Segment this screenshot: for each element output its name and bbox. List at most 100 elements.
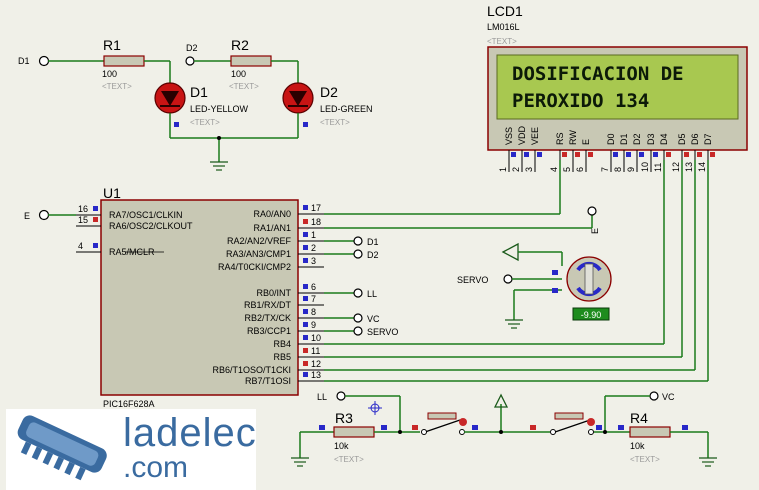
servo-display <box>572 307 610 321</box>
pushbutton-1[interactable] <box>421 412 468 435</box>
logo-domain: .com <box>123 451 189 484</box>
terminal-e-left[interactable] <box>38 209 50 221</box>
mcu-pin-number-18: 18 <box>311 217 321 227</box>
lcd-pin-number-6: 6 <box>575 167 585 172</box>
d2-type: LED-GREEN <box>320 104 373 114</box>
resistor-r4[interactable] <box>629 426 671 438</box>
led-d2-symbol <box>289 91 307 106</box>
lcd-pin-name-rs: RS <box>555 132 565 145</box>
terminal-d1-in[interactable] <box>38 55 50 67</box>
lcd-module[interactable]: LCD1 LM016L <TEXT> DOSIFICACION DE PEROX… <box>487 3 748 172</box>
d2-text-tag: <TEXT> <box>320 118 350 127</box>
mcu-pin-name-3: RA4/T0CKI/CMP2 <box>218 262 291 272</box>
lcd-pin-number-11: 11 <box>653 163 663 172</box>
terminal-ll-out[interactable] <box>353 288 363 298</box>
terminal-servo-out-label: SERVO <box>367 327 398 337</box>
mcu-pin-name-1: RA2/AN2/VREF <box>227 236 292 246</box>
terminal-e-lcd-label: E <box>590 228 600 234</box>
mcu-body <box>100 199 299 396</box>
ground-r3 <box>291 457 309 467</box>
mcu-pin-number-8: 8 <box>311 307 316 317</box>
lcd-pin-name-d3: D3 <box>646 133 656 145</box>
d1-ref: D1 <box>190 84 208 100</box>
r3-text-tag: <TEXT> <box>334 455 364 464</box>
lcd-pin-name-d6: D6 <box>690 133 700 145</box>
lcd-line-2: PEROXIDO 134 <box>512 90 649 112</box>
lcd-ref: LCD1 <box>487 3 523 19</box>
terminal-servo-in[interactable] <box>503 274 513 284</box>
r3-value: 10k <box>334 441 349 451</box>
resistor-r3[interactable] <box>333 426 375 438</box>
mcu-u1[interactable]: U1 PIC16F628A 16RA7/OSC1/CLKIN15RA6/OSC2… <box>76 185 324 409</box>
lcd-pin-number-12: 12 <box>671 162 681 172</box>
terminal-vc-btn-label: VC <box>662 392 675 402</box>
terminal-d1-in-label: D1 <box>18 56 30 66</box>
lcd-pin-name-d4: D4 <box>659 133 669 145</box>
servo-label: SERVO <box>457 275 488 285</box>
mcu-pin-name-11: RB5 <box>273 352 291 362</box>
mcu-pin-name-16: RA7/OSC1/CLKIN <box>109 210 183 220</box>
lcd-pin-name-d2: D2 <box>632 133 642 145</box>
lcd-pin-name-d1: D1 <box>619 133 629 145</box>
lcd-pin-number-5: 5 <box>562 167 572 172</box>
mcu-pin-name-13: RB7/T1OSI <box>245 376 291 386</box>
terminal-ll-out-label: LL <box>367 289 377 299</box>
terminal-d2-out[interactable] <box>353 249 363 259</box>
logo-word: ladelec <box>123 411 257 455</box>
r4-text-tag: <TEXT> <box>630 455 660 464</box>
mcu-pin-name-7: RB1/RX/DT <box>244 300 292 310</box>
r1-ref: R1 <box>103 37 121 53</box>
node-d2-label: D2 <box>186 43 198 53</box>
mcu-pin-name-2: RA3/AN3/CMP1 <box>226 249 291 259</box>
pushbutton-2[interactable] <box>550 412 596 435</box>
led-circuit: D1 R1 100 <TEXT> D1 LED-YELLOW <TEXT> D2… <box>18 37 373 171</box>
lcd-pin-number-8: 8 <box>613 167 623 172</box>
terminal-ll-btn[interactable] <box>336 391 346 401</box>
mcu-pin-number-17: 17 <box>311 203 321 213</box>
d2-ref: D2 <box>320 84 338 100</box>
mcu-pin-name-8: RB2/TX/CK <box>244 313 291 323</box>
mcu-pin-number-6: 6 <box>311 282 316 292</box>
lcd-pin-name-d7: D7 <box>703 133 713 145</box>
lcd-pin-number-3: 3 <box>524 167 534 172</box>
r1-text-tag: <TEXT> <box>102 82 132 91</box>
resistor-r1[interactable] <box>103 55 145 67</box>
lcd-screen <box>496 54 739 120</box>
mcu-pin-name-17: RA0/AN0 <box>253 209 291 219</box>
terminal-vc-out[interactable] <box>353 313 363 323</box>
resistor-r2[interactable] <box>230 55 272 67</box>
mcu-pin-number-15: 15 <box>78 215 88 225</box>
lcd-line-1: DOSIFICACION DE <box>512 63 684 85</box>
r2-value: 100 <box>231 69 246 79</box>
mcu-right-pins: 17RA0/AN018RA1/AN11RA2/AN2/VREF2RA3/AN3/… <box>212 203 324 386</box>
servo-motor[interactable]: SERVO -9.90 <box>457 242 612 329</box>
servo-reading: -9.90 <box>581 310 602 320</box>
mcu-pin-number-1: 1 <box>311 230 316 240</box>
terminal-vc-out-label: VC <box>367 314 380 324</box>
node-d2[interactable] <box>185 56 195 66</box>
d1-type: LED-YELLOW <box>190 104 249 114</box>
terminal-servo-out[interactable] <box>353 326 363 336</box>
lcd-pin-name-e: E <box>581 139 591 145</box>
chip-logo-icon <box>17 415 107 481</box>
d1-text-tag: <TEXT> <box>190 118 220 127</box>
lcd-pin-name-vss: VSS <box>504 127 514 145</box>
ground-top <box>210 161 228 171</box>
mcu-ref: U1 <box>103 185 121 201</box>
mcu-pin-name-18: RA1/AN1 <box>253 223 291 233</box>
mcu-pin-number-3: 3 <box>311 256 316 266</box>
r4-value: 10k <box>630 441 645 451</box>
r4-ref: R4 <box>630 410 648 426</box>
terminal-e-lcd[interactable] <box>587 206 597 216</box>
power-arrow-icon <box>501 242 519 262</box>
terminal-e-left-label: E <box>24 211 30 221</box>
mcu-pin-number-4: 4 <box>78 241 83 251</box>
lcd-pin-number-14: 14 <box>697 162 707 172</box>
ground-servo <box>505 319 523 329</box>
lcd-pin-name-rw: RW <box>568 130 578 145</box>
terminal-vc-btn[interactable] <box>649 391 659 401</box>
terminal-d1-out[interactable] <box>353 236 363 246</box>
lcd-text-tag: <TEXT> <box>487 37 517 46</box>
r1-value: 100 <box>102 69 117 79</box>
